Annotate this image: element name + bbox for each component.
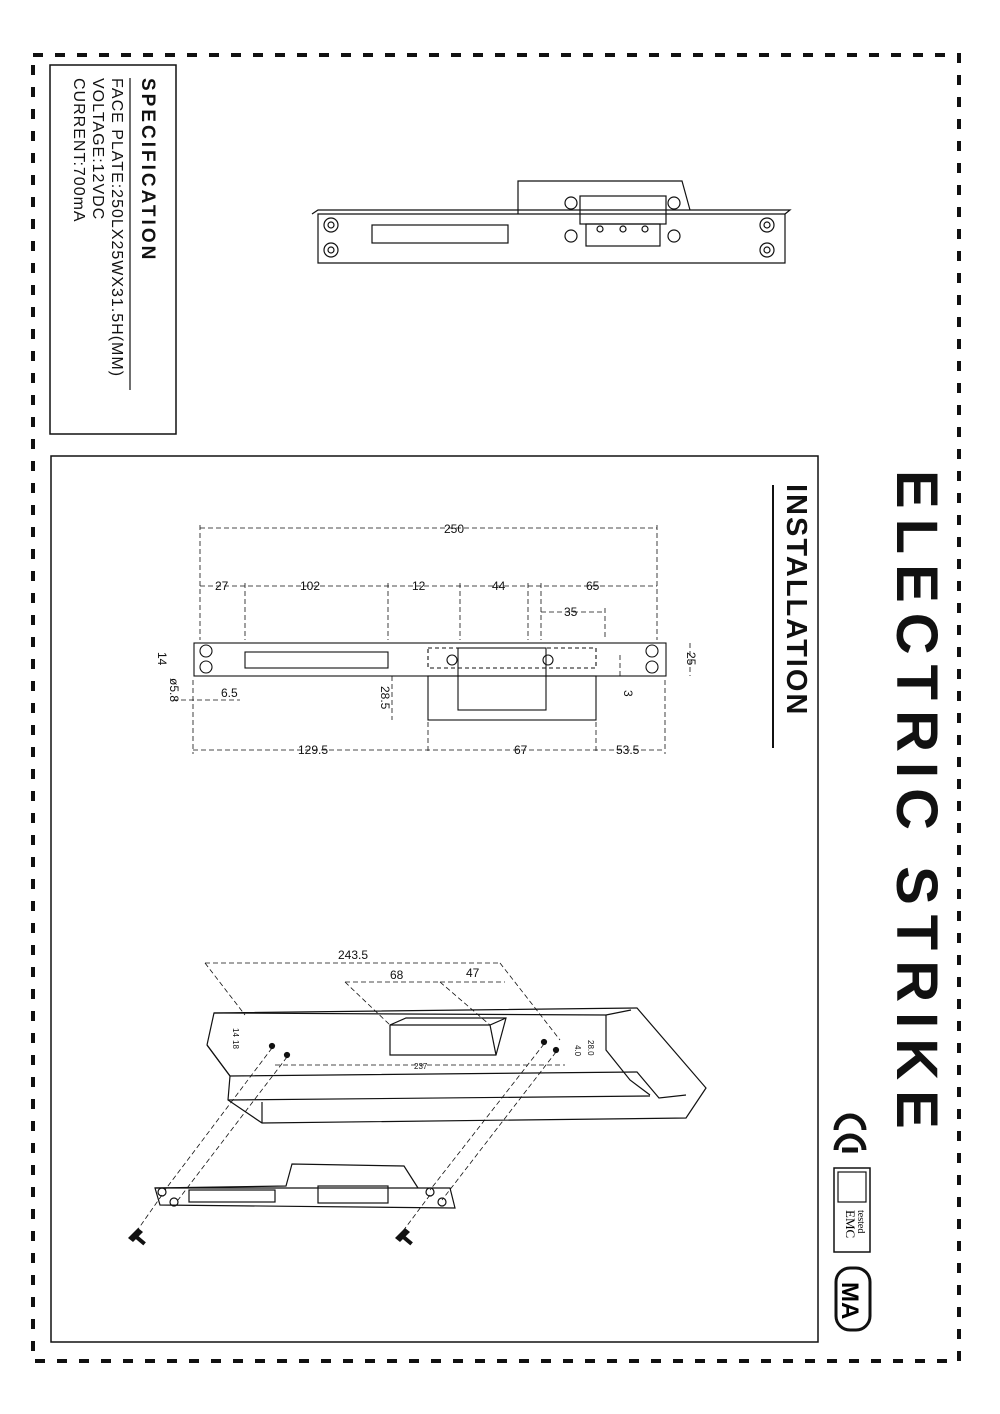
product-front-view <box>311 180 792 264</box>
dim-6-5: 6.5 <box>221 686 238 700</box>
emc-tested-logo: EMC tested <box>833 1167 871 1253</box>
dimension-labels: 250 27 102 12 44 65 35 6.5 129.5 67 53.5… <box>155 522 698 757</box>
dimension-lines <box>173 525 691 754</box>
dim-243-5: 243.5 <box>338 948 368 962</box>
strike-plate-isometric <box>154 1163 456 1209</box>
dim-iso-14: 14 <box>231 1028 240 1037</box>
spec-current: CURRENT:700mA <box>70 78 87 223</box>
dim-iso-18: 18 <box>231 1040 240 1049</box>
dim-53-5: 53.5 <box>616 743 640 757</box>
cma-label: MA <box>836 1282 863 1319</box>
iso-dimension-labels: 243.5 68 47 237 14 18 4.0 28.0 <box>231 948 595 1071</box>
dim-250: 250 <box>444 522 464 536</box>
spec-face-plate: FACE PLATE:250LX25WX31.5H(MM) <box>108 78 125 378</box>
dim-102: 102 <box>300 579 320 593</box>
page-title: ELECTRIC STRIKE <box>884 470 949 1139</box>
dim-129-5: 129.5 <box>298 743 328 757</box>
door-frame-isometric <box>206 1007 707 1124</box>
dim-14: 14 <box>155 652 169 666</box>
plate-dimension-drawing <box>193 642 667 721</box>
specification-box <box>49 64 177 435</box>
screw-icons <box>128 1228 413 1246</box>
emc-label: EMC <box>843 1210 858 1238</box>
dim-237: 237 <box>414 1062 428 1071</box>
dim-iso-28-0: 28.0 <box>586 1040 595 1056</box>
dim-28-5: 28.5 <box>378 686 392 710</box>
installation-box <box>50 455 819 1343</box>
dim-68: 68 <box>390 968 404 982</box>
dim-44: 44 <box>492 579 506 593</box>
ce-mark-icon <box>833 1113 867 1153</box>
spec-voltage: VOLTAGE:12VDC <box>89 78 106 221</box>
dim-iso-4-0: 4.0 <box>573 1045 582 1057</box>
dim-47: 47 <box>466 966 480 980</box>
dim-65: 65 <box>586 579 600 593</box>
dim-5-8: ø5.8 <box>167 678 181 702</box>
cma-logo: MA <box>834 1266 872 1332</box>
dim-3: 3 <box>621 690 635 697</box>
emc-tested-label: tested <box>855 1210 866 1233</box>
dim-12: 12 <box>412 579 426 593</box>
dim-67: 67 <box>514 743 528 757</box>
specification-heading: SPECIFICATION <box>137 78 158 263</box>
iso-dimension-lines <box>133 962 565 1236</box>
dim-27: 27 <box>215 579 229 593</box>
installation-heading: INSTALLATION <box>780 484 812 717</box>
dashed-border <box>31 53 961 1363</box>
dim-25: 25 <box>684 652 698 666</box>
dim-35: 35 <box>564 605 578 619</box>
